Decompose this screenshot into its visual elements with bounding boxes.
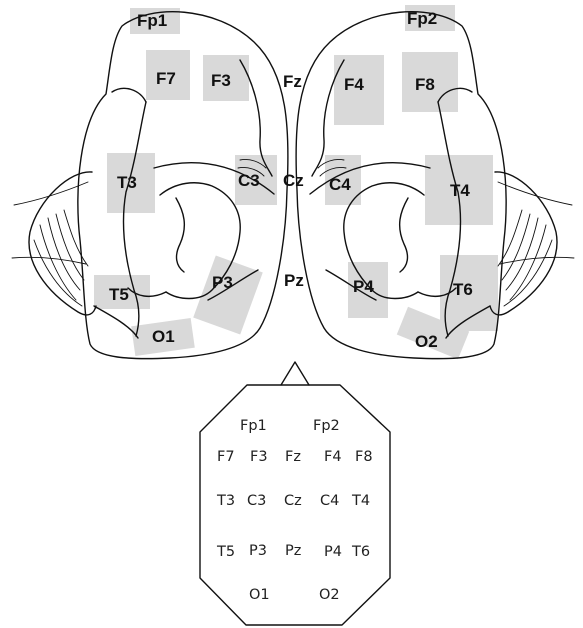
brain-label-p3: P3 [212,273,233,292]
brain-label-fz: Fz [283,72,302,91]
brain-label-t3: T3 [117,173,137,192]
map-label-f4: F4 [324,449,342,465]
brain-label-f7: F7 [156,69,176,88]
map-label-pz: Pz [285,543,301,559]
brain-label-c4: C4 [329,175,351,194]
nose-marker [281,362,309,385]
map-label-t6: T6 [351,544,370,560]
brain-label-f8: F8 [415,75,435,94]
map-label-t3: T3 [216,493,235,509]
head-map: Fp1 Fp2 F7 F3 Fz F4 F8 T3 C3 Cz C4 T4 T5… [200,362,390,625]
left-ear [29,172,96,315]
map-label-f7: F7 [217,449,235,465]
map-label-o2: O2 [319,587,340,603]
brain-label-f3: F3 [211,71,231,90]
brain-label-t6: T6 [453,280,473,299]
map-label-p3: P3 [249,543,267,559]
brain-label-t5: T5 [109,285,129,304]
map-label-c3: C3 [247,493,266,509]
brain-label-f4: F4 [344,75,364,94]
brain-label-cz: Cz [283,171,304,190]
brain-label-fp1: Fp1 [137,11,167,30]
map-label-fp1: Fp1 [240,418,267,434]
map-label-fp2: Fp2 [313,418,340,434]
map-label-f3: F3 [250,449,268,465]
brain-label-t4: T4 [450,181,470,200]
brain-label-c3: C3 [238,171,260,190]
brain-label-o1: O1 [152,327,175,346]
map-label-cz: Cz [284,493,302,509]
map-label-c4: C4 [320,493,339,509]
brain-label-p4: P4 [353,277,374,296]
map-label-o1: O1 [249,587,270,603]
map-label-t5: T5 [216,544,235,560]
map-label-fz: Fz [285,449,301,465]
brain-label-o2: O2 [415,332,438,351]
map-label-t4: T4 [351,493,370,509]
brain-label-fp2: Fp2 [407,9,437,28]
map-label-f8: F8 [355,449,373,465]
map-label-p4: P4 [324,544,342,560]
brain-label-pz: Pz [284,271,304,290]
